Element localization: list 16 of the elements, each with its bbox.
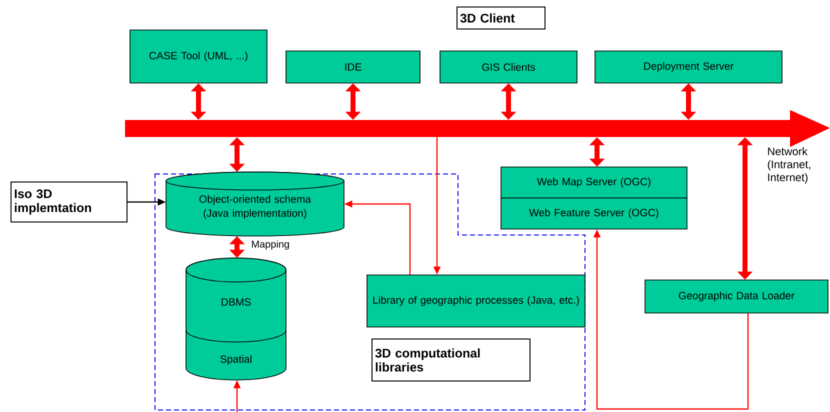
caption-box: Iso 3D implemtation <box>10 182 128 222</box>
network-bus <box>125 110 830 147</box>
edge-label: Mapping <box>250 239 291 251</box>
database-cylinder: DBMS Spatial <box>186 258 286 380</box>
component-box: Deployment Server <box>594 50 782 84</box>
component-box: Library of geographic processes (Java, etc.) <box>366 274 586 328</box>
caption-box: 3D Client <box>456 6 546 30</box>
component-box: Web Feature Server (OGC) <box>500 198 688 230</box>
network-label: Network (Intranet, Internet) <box>768 147 810 184</box>
component-box: CASE Tool (UML, ...) <box>130 30 268 84</box>
component-box: Geographic Data Loader <box>644 280 828 314</box>
component-box: GIS Clients <box>440 50 578 84</box>
database-cylinder: Object-oriented schema (Java implementation) <box>166 172 344 236</box>
caption-box: 3D computational libraries <box>372 338 530 382</box>
component-box: Web Map Server (OGC) <box>500 166 688 198</box>
component-box: IDE <box>286 50 420 84</box>
